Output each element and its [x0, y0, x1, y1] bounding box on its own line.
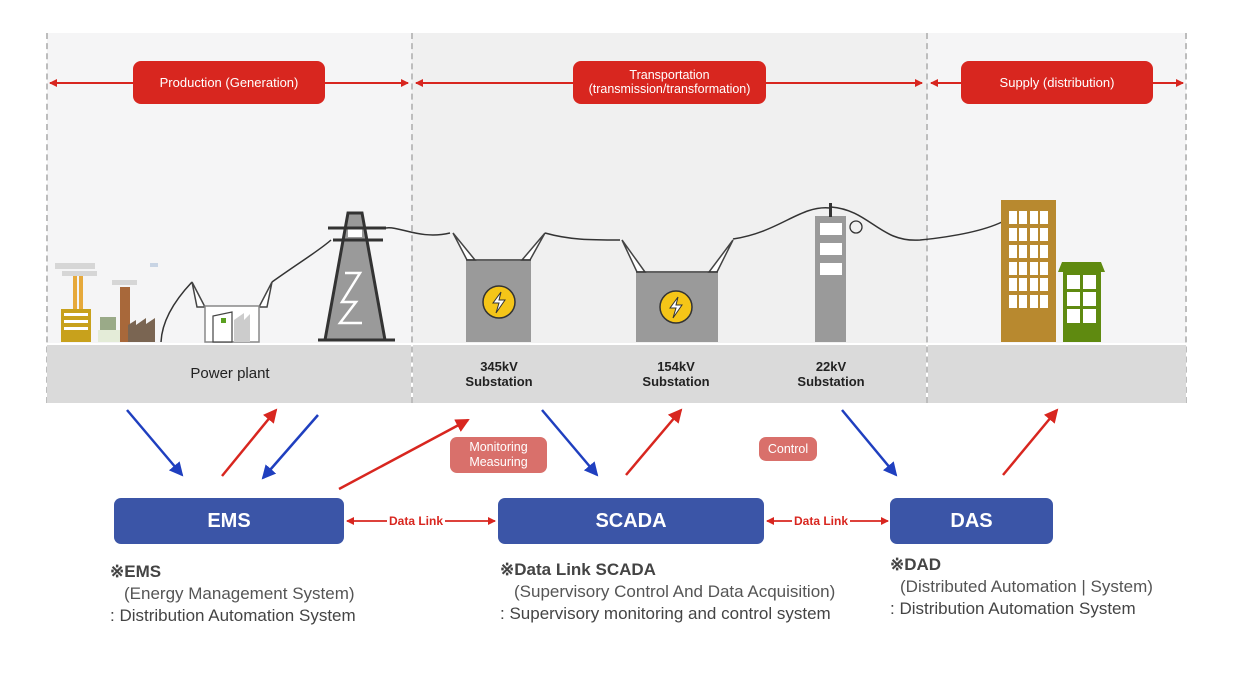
substation-22kv-name: Substation: [797, 374, 865, 389]
data-link-scada-das-label: Data Link: [792, 514, 851, 528]
arrow-das-to-supply: [1002, 408, 1059, 476]
data-link-ems-scada-label: Data Link: [387, 514, 446, 528]
ems-note-title: ※EMS: [110, 562, 162, 581]
substation-154kv-name: Substation: [642, 374, 710, 389]
power-plant-label: Power plant: [190, 365, 270, 382]
supply-label-bar: [928, 345, 1186, 403]
phase-supply-label: Supply (distribution): [999, 75, 1115, 90]
transmission-tower-icon: [318, 211, 395, 342]
das-note-expansion: (Distributed Automation | System): [900, 577, 1153, 596]
ems-box: EMS: [114, 498, 344, 544]
das-box: DAS: [890, 498, 1053, 544]
substation-154kv-voltage: 154kV: [657, 359, 695, 374]
phase-supply-badge: Supply (distribution): [961, 61, 1153, 104]
substation-22kv-label: 22kV Substation: [781, 359, 881, 389]
scada-note-title: ※Data Link SCADA: [500, 560, 656, 579]
measuring-label: Measuring: [469, 455, 528, 469]
building-windows: [1009, 211, 1048, 308]
ems-note-description: : Distribution Automation System: [110, 606, 356, 625]
ems-label: EMS: [207, 510, 251, 532]
substations-label-bar: [413, 345, 926, 403]
divider-left: [46, 33, 48, 403]
substation-22kv-icon: [815, 203, 863, 342]
arrow-scada-to-154kv: [625, 408, 683, 476]
arrow-ems-to-plant: [221, 408, 278, 477]
divider-transport-supply: [926, 33, 928, 403]
scada-note: ※Data Link SCADA (Supervisory Control An…: [500, 559, 835, 625]
substation-154kv-icon: [621, 239, 734, 342]
phase-production-label: Production (Generation): [159, 75, 299, 90]
monitoring-measuring-tag: Monitoring Measuring: [450, 437, 547, 473]
das-note: ※DAD (Distributed Automation | System) :…: [890, 554, 1153, 620]
control-tag: Control: [759, 437, 817, 461]
arrow-22kv-to-das: [841, 409, 898, 477]
ems-note-expansion: (Energy Management System): [124, 584, 355, 603]
substation-345kv-label: 345kV Substation: [449, 359, 549, 389]
substation-22kv-voltage: 22kV: [815, 359, 847, 374]
das-note-title: ※DAD: [890, 555, 942, 574]
scada-label: SCADA: [595, 510, 667, 532]
factory-icon: [55, 263, 158, 342]
phase-transportation-sublabel: (transmission/transformation): [588, 82, 751, 96]
arrow-345kv-to-scada: [541, 409, 599, 477]
power-plant-label-bar: [47, 345, 411, 403]
control-label: Control: [767, 442, 809, 456]
monitoring-label: Monitoring: [469, 440, 528, 454]
divider-right: [1185, 33, 1187, 403]
building-icon: [1001, 200, 1056, 342]
scada-note-expansion: (Supervisory Control And Data Acquisitio…: [514, 582, 836, 601]
das-note-description: : Distribution Automation System: [890, 599, 1136, 618]
divider-production-transport: [411, 33, 413, 403]
substation-154kv-label: 154kV Substation: [626, 359, 726, 389]
plant-transformer-icon: [191, 281, 273, 343]
ems-note: ※EMS (Energy Management System) : Distri…: [110, 561, 356, 627]
arrow-ems-to-345kv: [338, 418, 470, 491]
das-label: DAS: [950, 510, 993, 532]
arrow-plant-to-ems: [126, 409, 184, 477]
phase-transportation-badge: Transportation (transmission/transformat…: [573, 61, 766, 104]
substation-345kv-voltage: 345kV: [480, 359, 518, 374]
phase-production-badge: Production (Generation): [133, 61, 325, 104]
house-icon: [1058, 262, 1105, 342]
substation-345kv-name: Substation: [465, 374, 533, 389]
arrow-plant-to-ems-2: [261, 414, 319, 480]
scada-note-description: : Supervisory monitoring and control sys…: [500, 604, 831, 623]
substation-345kv-icon: [452, 232, 546, 342]
flow-arrows: [126, 408, 1059, 491]
scada-box: SCADA: [498, 498, 764, 544]
phase-transportation-label: Transportation: [629, 68, 710, 82]
